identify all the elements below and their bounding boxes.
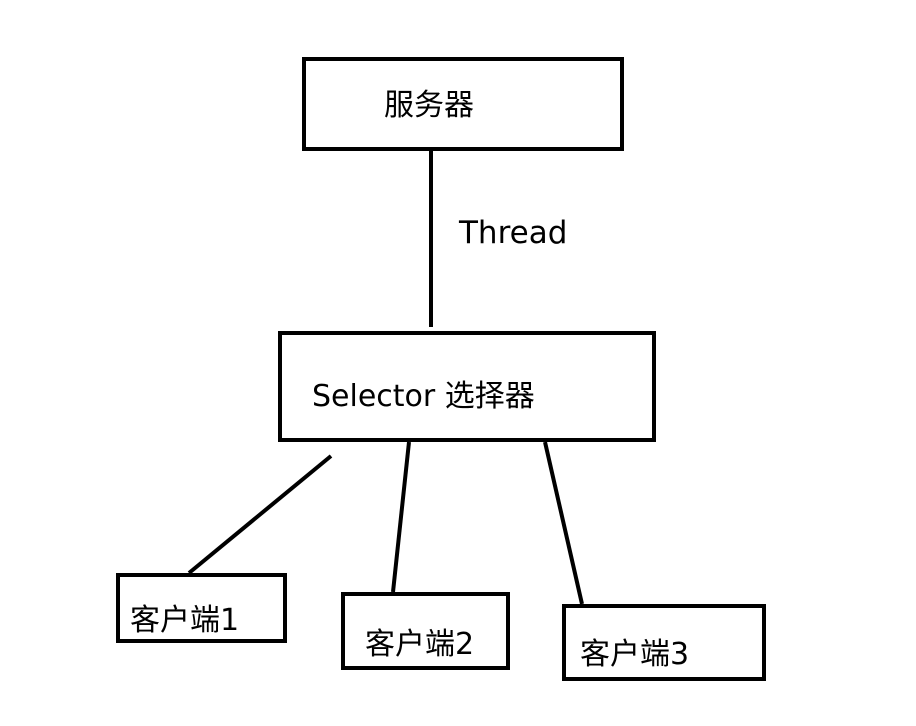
server-label: 服务器 [384,88,474,123]
client-label-2: 客户端2 [365,627,475,662]
selector-client3-connector [543,441,584,605]
client-label-3: 客户端3 [580,637,690,672]
thread-label: Thread [459,215,568,251]
selector-label: Selector 选择器 [312,379,535,414]
selector-client2-connector [391,441,411,593]
client-label-1: 客户端1 [130,603,240,638]
client-node-1: 客户端1 [116,573,287,643]
client-node-3: 客户端3 [562,604,766,681]
client-node-2: 客户端2 [341,592,510,670]
server-node: 服务器 [302,57,624,151]
selector-client1-connector [187,454,333,575]
selector-node: Selector 选择器 [278,331,656,442]
